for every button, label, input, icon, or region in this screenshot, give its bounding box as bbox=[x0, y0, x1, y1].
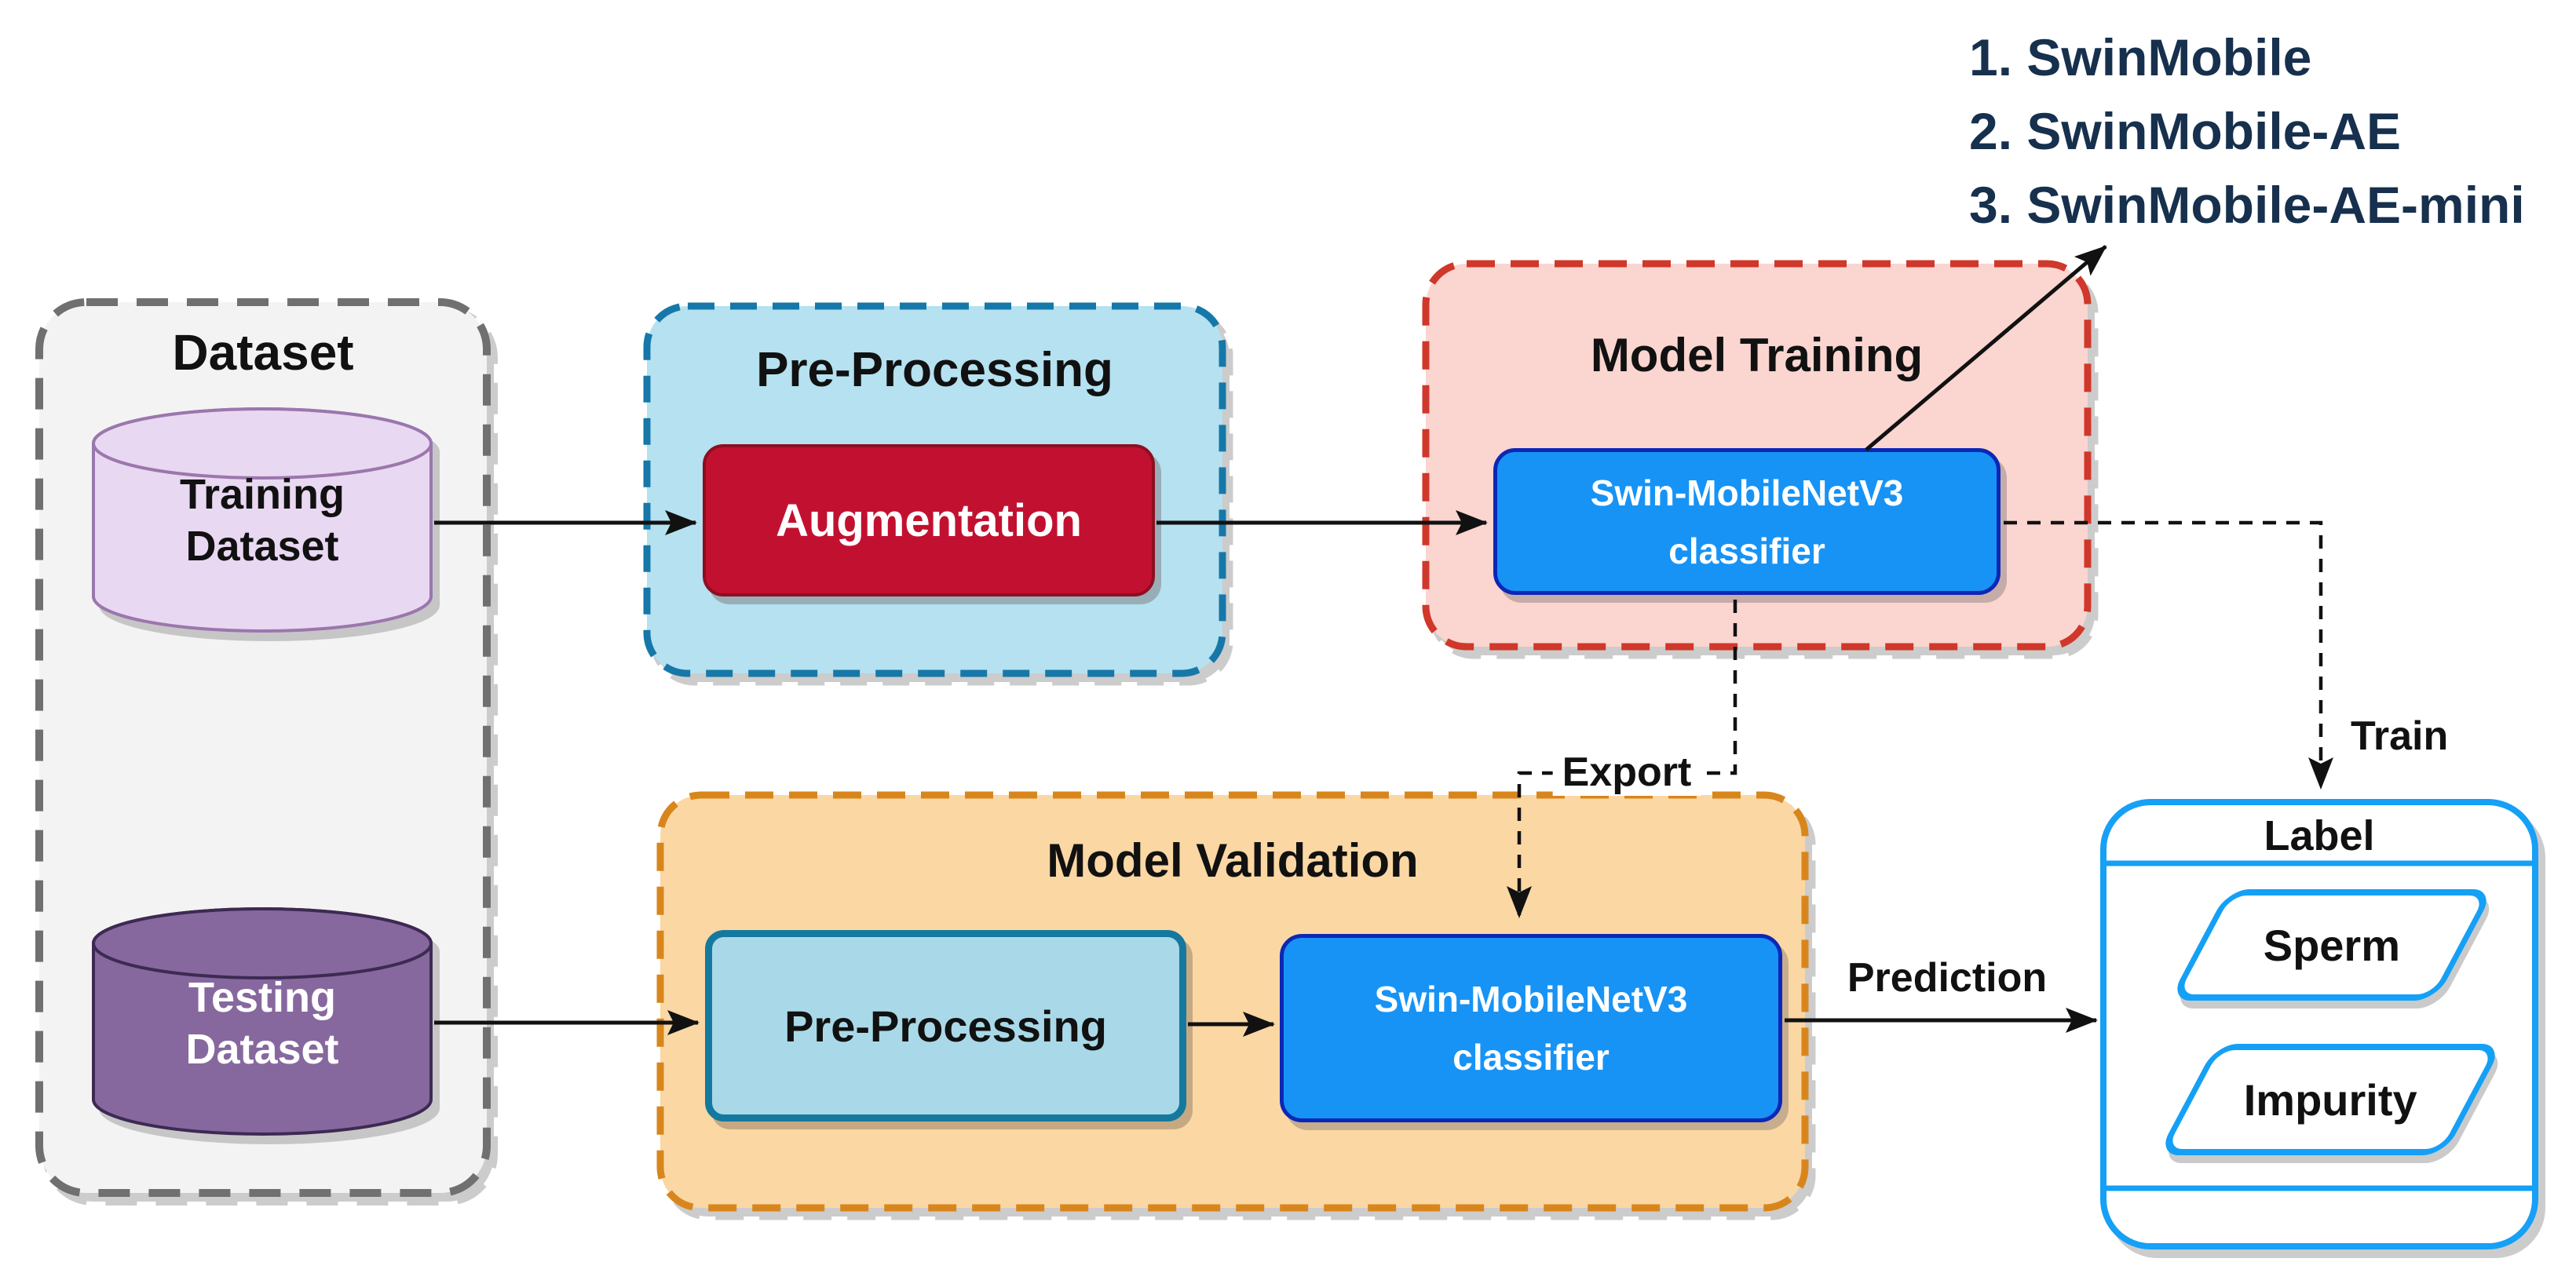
training-classifier-label: Swin-MobileNetV3 classifier bbox=[1590, 472, 1904, 571]
sperm-class-shape: Sperm bbox=[2169, 889, 2495, 1001]
export-edge-label: Export bbox=[1552, 749, 1701, 796]
model-variant-item: 1. SwinMobile bbox=[1969, 28, 2312, 86]
model-training-title: Model Training bbox=[1590, 329, 1924, 381]
prediction-edge-label: Prediction bbox=[1847, 955, 2048, 1001]
preprocessing-title: Pre-Processing bbox=[756, 343, 1113, 397]
validation-preprocessing-label: Pre-Processing bbox=[784, 1001, 1107, 1051]
model-variant-item: 3. SwinMobile-AE-mini bbox=[1969, 176, 2525, 234]
training-dataset-label: Training Dataset bbox=[179, 471, 345, 570]
augmentation-label: Augmentation bbox=[776, 494, 1082, 546]
impurity-class-label: Impurity bbox=[2243, 1074, 2417, 1125]
validation-preprocessing-box: Pre-Processing bbox=[705, 930, 1186, 1122]
model-variants-list: 1. SwinMobile 2. SwinMobile-AE 3. SwinMo… bbox=[1969, 20, 2525, 242]
sperm-class-label: Sperm bbox=[2263, 920, 2401, 970]
train-edge-label: Train bbox=[2351, 713, 2449, 759]
dataset-title: Dataset bbox=[172, 324, 354, 381]
validation-classifier-label: Swin-MobileNetV3 classifier bbox=[1374, 979, 1688, 1078]
model-variant-item: 2. SwinMobile-AE bbox=[1969, 102, 2402, 160]
impurity-class-shape: Impurity bbox=[2157, 1044, 2504, 1155]
model-validation-title: Model Validation bbox=[1047, 834, 1419, 887]
validation-classifier-box: Swin-MobileNetV3 classifier bbox=[1280, 934, 1782, 1122]
testing-dataset-label: Testing Dataset bbox=[185, 974, 339, 1073]
dashed-train-connector bbox=[2004, 520, 2333, 790]
training-classifier-box: Swin-MobileNetV3 classifier bbox=[1493, 448, 2001, 595]
label-title: Label bbox=[2264, 812, 2375, 859]
augmentation-box: Augmentation bbox=[703, 444, 1155, 596]
label-container bbox=[2100, 799, 2538, 1249]
